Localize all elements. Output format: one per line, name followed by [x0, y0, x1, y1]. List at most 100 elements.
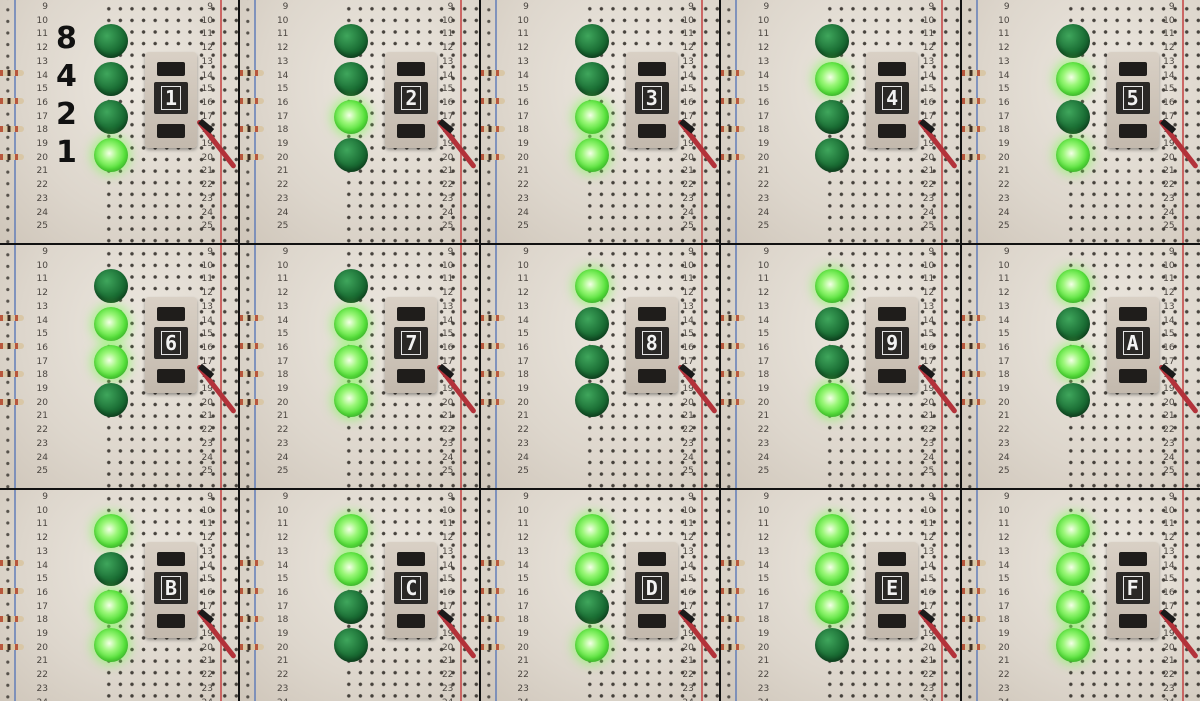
blue-rail-line	[495, 245, 497, 488]
switch-down-button[interactable]	[157, 124, 185, 138]
switch-down-button[interactable]	[1119, 369, 1147, 383]
row-number: 13	[1163, 547, 1174, 559]
row-number: 20	[998, 643, 1009, 655]
rotary-switch[interactable]: F	[1107, 542, 1159, 638]
row-number: 21	[1163, 656, 1174, 668]
row-number: 22	[998, 425, 1009, 437]
row-number: 11	[202, 29, 213, 41]
rotary-switch[interactable]: 9	[866, 297, 918, 393]
rotary-switch[interactable]: D	[626, 542, 678, 638]
switch-up-button[interactable]	[1119, 552, 1147, 566]
row-number: 21	[1163, 411, 1174, 423]
resistor	[0, 126, 24, 132]
rotary-switch[interactable]: 2	[385, 52, 437, 148]
switch-down-button[interactable]	[638, 124, 666, 138]
row-number: 12	[758, 288, 769, 300]
switch-down-button[interactable]	[878, 369, 906, 383]
switch-down-button[interactable]	[157, 614, 185, 628]
switch-up-button[interactable]	[157, 307, 185, 321]
row-number: 13	[442, 302, 453, 314]
rotary-switch[interactable]: 7	[385, 297, 437, 393]
rotary-switch[interactable]: E	[866, 542, 918, 638]
switch-up-button[interactable]	[397, 62, 425, 76]
row-number: 24	[923, 453, 934, 465]
row-number: 14	[682, 71, 693, 83]
row-number: 15	[277, 574, 288, 586]
switch-up-button[interactable]	[638, 552, 666, 566]
row-number: 17	[517, 602, 528, 614]
row-number: 12	[923, 288, 934, 300]
row-number: 11	[442, 519, 453, 531]
resistor	[0, 560, 24, 566]
row-number: 20	[37, 153, 48, 165]
rotary-switch[interactable]: 4	[866, 52, 918, 148]
row-number: 22	[758, 670, 769, 682]
row-number: 23	[998, 439, 1009, 451]
row-number: 22	[923, 425, 934, 437]
red-rail-line	[701, 245, 703, 488]
resistor	[962, 70, 986, 76]
row-number: 15	[923, 574, 934, 586]
switch-down-button[interactable]	[1119, 614, 1147, 628]
switch-up-button[interactable]	[397, 552, 425, 566]
switch-up-button[interactable]	[1119, 62, 1147, 76]
switch-up-button[interactable]	[638, 62, 666, 76]
switch-up-button[interactable]	[638, 307, 666, 321]
switch-down-button[interactable]	[638, 614, 666, 628]
row-number: 12	[37, 533, 48, 545]
led-1-off	[334, 138, 368, 172]
rotary-switch[interactable]: B	[145, 542, 197, 638]
row-number: 24	[202, 453, 213, 465]
blue-rail-line	[495, 490, 497, 701]
row-number: 9	[1169, 247, 1175, 259]
switch-window: A	[1116, 327, 1150, 359]
row-number: 10	[202, 16, 213, 28]
led-8-off	[334, 269, 368, 303]
row-number: 12	[998, 43, 1009, 55]
switch-up-button[interactable]	[397, 307, 425, 321]
row-number: 15	[517, 84, 528, 96]
switch-down-button[interactable]	[397, 369, 425, 383]
red-rail-line	[941, 245, 943, 488]
switch-down-button[interactable]	[878, 614, 906, 628]
rotary-switch[interactable]: 6	[145, 297, 197, 393]
rotary-switch[interactable]: 1	[145, 52, 197, 148]
switch-down-button[interactable]	[397, 124, 425, 138]
row-number: 20	[758, 153, 769, 165]
resistor	[721, 126, 745, 132]
rotary-switch[interactable]: 5	[1107, 52, 1159, 148]
row-number: 11	[517, 519, 528, 531]
led-column	[815, 269, 853, 429]
switch-up-button[interactable]	[878, 552, 906, 566]
row-number: 17	[37, 112, 48, 124]
row-number: 19	[37, 384, 48, 396]
switch-down-button[interactable]	[397, 614, 425, 628]
row-number: 20	[758, 398, 769, 410]
switch-window: 5	[1116, 82, 1150, 114]
switch-up-button[interactable]	[157, 552, 185, 566]
row-number: 10	[202, 261, 213, 273]
switch-digit: B	[161, 576, 181, 600]
row-number: 15	[37, 329, 48, 341]
switch-up-button[interactable]	[878, 62, 906, 76]
rotary-switch[interactable]: C	[385, 542, 437, 638]
switch-up-button[interactable]	[157, 62, 185, 76]
switch-up-button[interactable]	[1119, 307, 1147, 321]
led-1-off	[575, 383, 609, 417]
switch-down-button[interactable]	[157, 369, 185, 383]
switch-down-button[interactable]	[878, 124, 906, 138]
row-number: 24	[1163, 208, 1174, 220]
blue-rail-line	[254, 0, 256, 243]
switch-down-button[interactable]	[638, 369, 666, 383]
rotary-switch[interactable]: A	[1107, 297, 1159, 393]
row-number: 23	[517, 194, 528, 206]
row-number: 13	[277, 547, 288, 559]
row-number: 11	[202, 274, 213, 286]
row-number: 16	[1163, 98, 1174, 110]
row-number: 12	[998, 288, 1009, 300]
rotary-switch[interactable]: 8	[626, 297, 678, 393]
rotary-switch[interactable]: 3	[626, 52, 678, 148]
switch-down-button[interactable]	[1119, 124, 1147, 138]
switch-up-button[interactable]	[878, 307, 906, 321]
